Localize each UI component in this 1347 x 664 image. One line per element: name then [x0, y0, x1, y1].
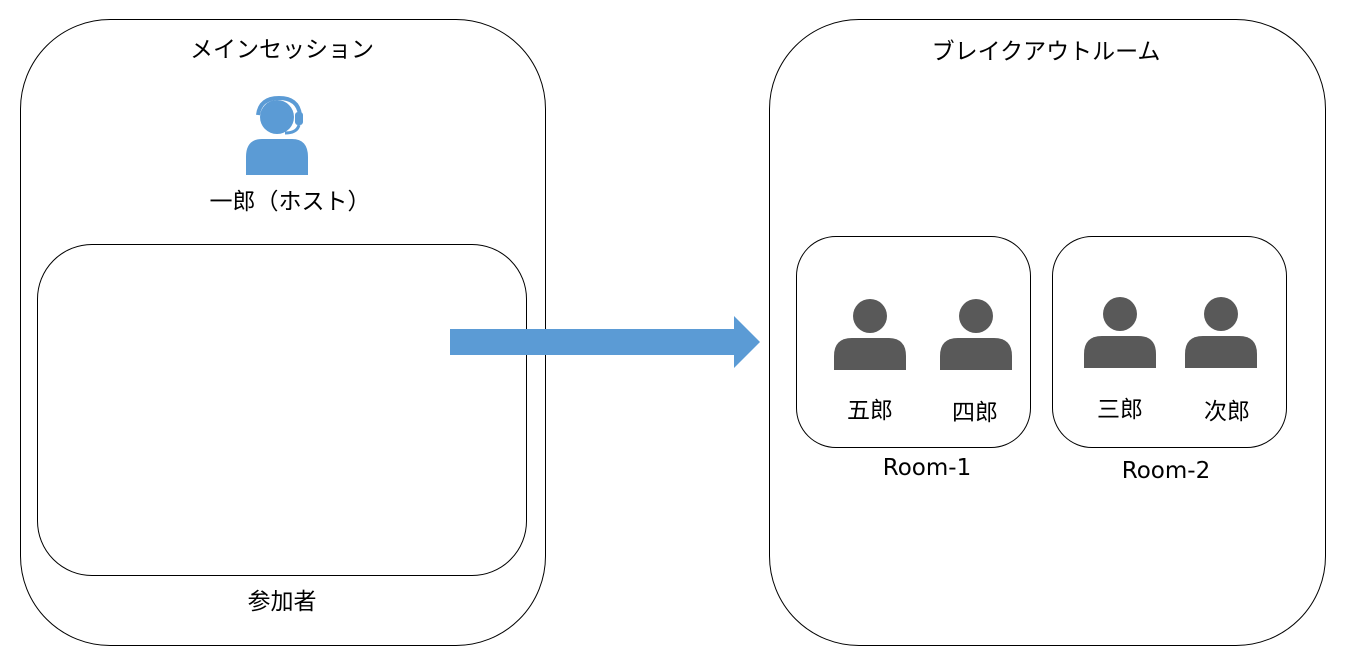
person-icon — [1185, 297, 1257, 368]
member-name: 次郎 — [1204, 399, 1250, 425]
person-icon — [940, 299, 1012, 370]
member-name: 三郎 — [1097, 397, 1143, 423]
move-to-breakout-arrow — [450, 316, 760, 368]
room-2-label: Room-2 — [1121, 458, 1211, 484]
host-label: 一郎（ホスト） — [209, 189, 371, 215]
main-session-title: メインセッション — [190, 37, 374, 63]
breakout-title: ブレイクアウトルーム — [931, 39, 1161, 65]
participants-label: 参加者 — [247, 589, 317, 615]
participants-box — [37, 244, 527, 576]
member-name: 四郎 — [952, 400, 998, 426]
member-name: 五郎 — [847, 398, 893, 424]
person-icon — [834, 299, 906, 370]
person-icon — [1084, 297, 1156, 368]
host-headset-icon — [246, 95, 308, 175]
room-1-label: Room-1 — [882, 455, 972, 481]
